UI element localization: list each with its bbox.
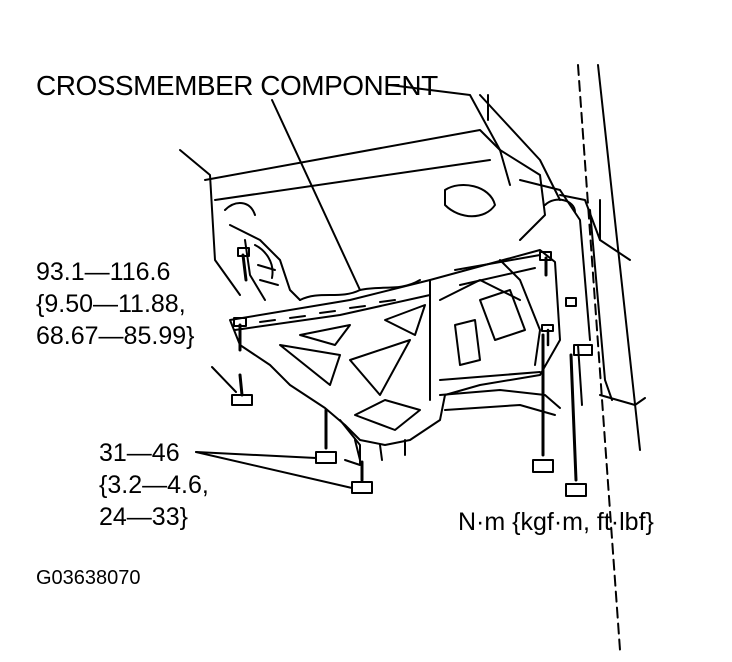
- bolt-center: [541, 324, 554, 347]
- torque-spec-upper-line-3: 68.67—85.99}: [36, 322, 195, 350]
- figure-code: G03638070: [36, 567, 141, 589]
- torque-spec-upper-line-2: {9.50—11.88,: [36, 290, 186, 318]
- bolt-right-upper: [539, 251, 552, 277]
- bolt-left-upper: [233, 317, 247, 352]
- torque-spec-lower-line-3: 24—33}: [99, 503, 188, 531]
- torque-spec-upper-line-1: 93.1—116.6: [36, 258, 171, 286]
- torque-spec-lower: 31—46 {3.2—4.6, 24—33}: [99, 437, 209, 533]
- bolt-top-left: [237, 247, 250, 282]
- nut-center-bottom: [351, 460, 373, 494]
- torque-spec-lower-line-1: 31—46: [99, 439, 180, 467]
- bolt-right-side: [565, 297, 593, 406]
- torque-spec-lower-line-2: {3.2—4.6,: [99, 471, 209, 499]
- bolt-left-lower: [231, 373, 253, 406]
- unit-legend: N·m {kgf·m, ft·lbf}: [458, 508, 654, 536]
- leader-torque-b-2: [195, 451, 353, 489]
- leader-torque-b-1: [195, 451, 317, 459]
- leader-torque-a: [211, 366, 237, 393]
- bolt-right-lower-1: [532, 333, 554, 473]
- crossmember-component: [229, 249, 561, 466]
- leader-title: [271, 99, 361, 291]
- vehicle-body-outline: [179, 64, 646, 651]
- leader-lines: [195, 94, 489, 489]
- bolts: [231, 247, 593, 497]
- bolt-right-lower-2: [565, 353, 587, 497]
- nut-left-bottom: [315, 408, 337, 464]
- torque-spec-upper: 93.1—116.6 {9.50—11.88, 68.67—85.99}: [36, 256, 194, 352]
- component-title: CROSSMEMBER COMPONENT: [36, 70, 438, 101]
